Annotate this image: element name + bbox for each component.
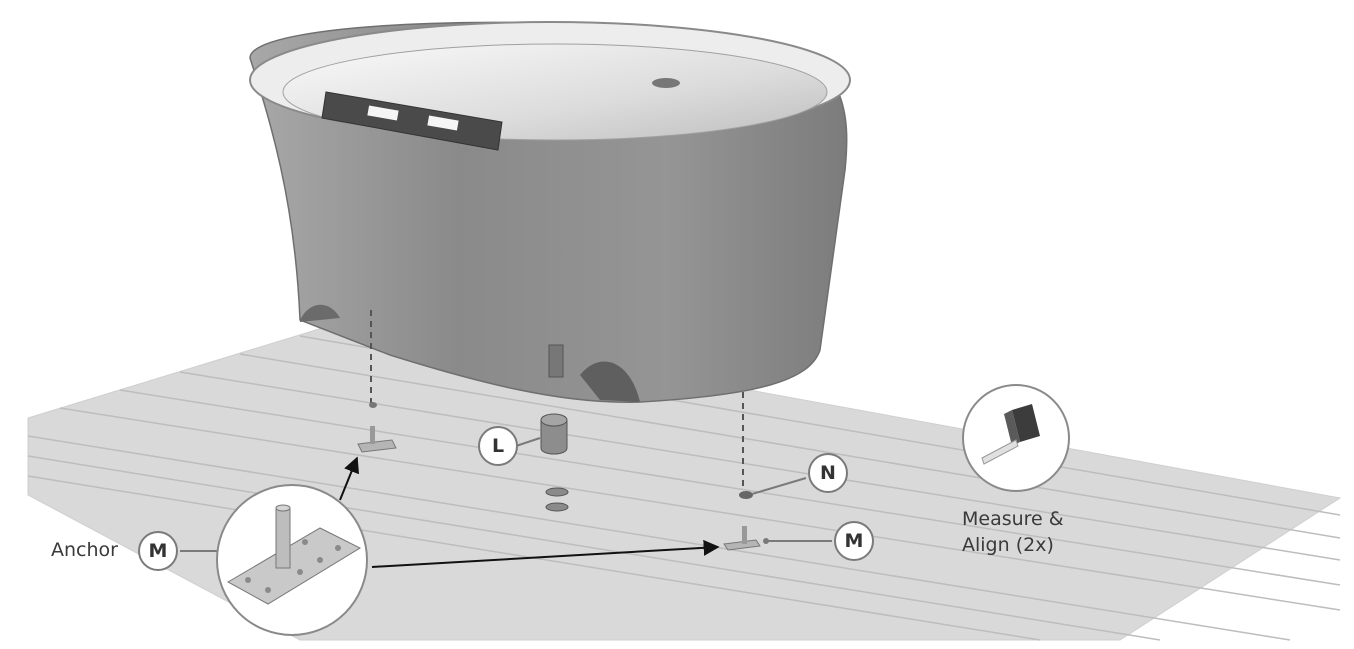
tape-measure-icon	[962, 384, 1070, 492]
level-tool-icon	[321, 91, 503, 151]
drain-fitting-l	[540, 413, 568, 455]
callout-m-right: M	[834, 521, 874, 561]
leveling-pads	[545, 487, 569, 512]
right-pad-n	[739, 491, 753, 499]
freestanding-bathtub	[249, 21, 851, 403]
measure-label-line2: Align (2x)	[962, 534, 1054, 556]
callout-l: L	[478, 426, 518, 466]
callout-m-anchor: M	[138, 531, 178, 571]
left-anchor-small	[357, 402, 397, 453]
anchor-label: Anchor	[51, 539, 118, 561]
right-anchor-small	[723, 526, 761, 551]
leader-lines	[180, 437, 832, 552]
callout-n: N	[808, 453, 848, 493]
alignment-lines	[370, 310, 744, 488]
anchor-plate-icon	[216, 484, 368, 636]
measure-label-line1: Measure &	[962, 508, 1064, 530]
arrow-to-left-anchor	[339, 456, 360, 501]
arrow-to-right-anchor	[371, 539, 720, 568]
